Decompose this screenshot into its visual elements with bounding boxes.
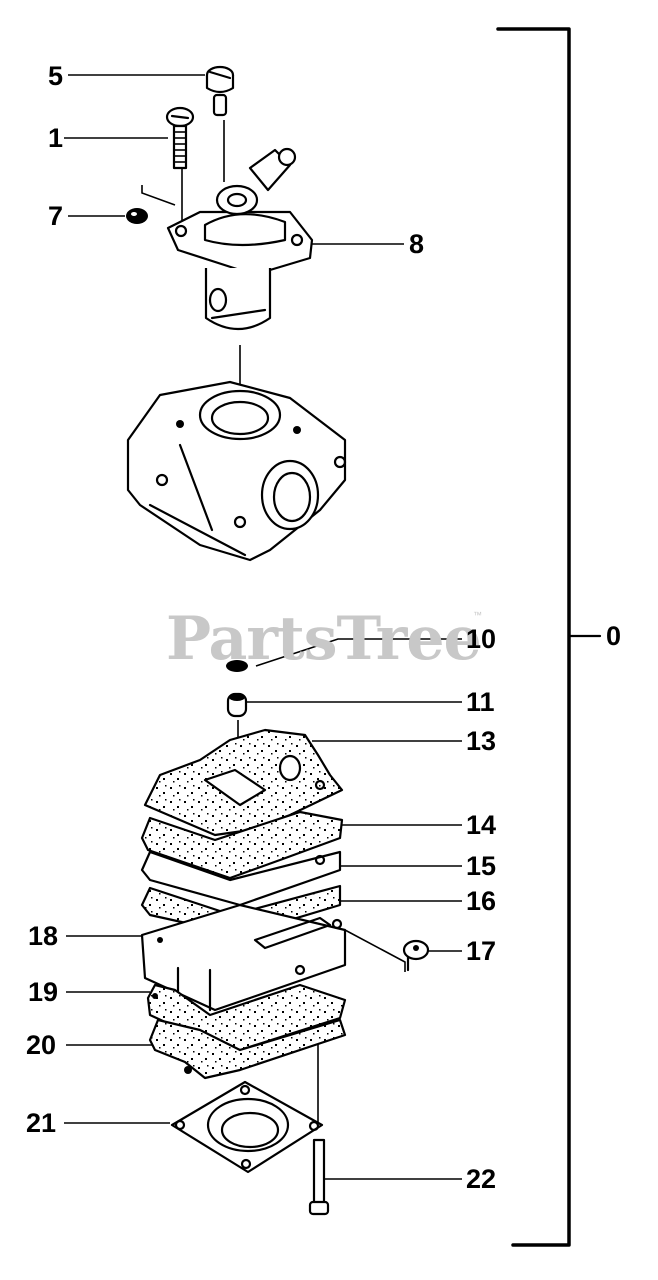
assembly-bracket bbox=[496, 27, 602, 1247]
part-8-pump-body-icon bbox=[166, 147, 314, 330]
part-22-screw-icon bbox=[308, 1138, 330, 1216]
part-18-body-block-icon bbox=[140, 903, 347, 1012]
callout-assembly-0[interactable]: 0 bbox=[606, 621, 622, 651]
callout-13[interactable]: 13 bbox=[466, 726, 497, 756]
watermark: PartsTree bbox=[166, 604, 482, 674]
callout-8[interactable]: 8 bbox=[409, 229, 425, 259]
callout-22[interactable]: 22 bbox=[466, 1164, 497, 1194]
callout-19[interactable]: 19 bbox=[28, 977, 59, 1007]
callout-11[interactable]: 11 bbox=[466, 687, 495, 717]
callout-21[interactable]: 21 bbox=[26, 1108, 57, 1138]
callout-14[interactable]: 14 bbox=[466, 810, 497, 840]
part-7-nut-icon bbox=[126, 208, 148, 224]
part-11-plug-icon bbox=[226, 692, 248, 718]
callout-15[interactable]: 15 bbox=[466, 851, 497, 881]
callout-1[interactable]: 1 bbox=[48, 123, 64, 153]
part-1-screw-icon bbox=[165, 106, 195, 170]
callout-5[interactable]: 5 bbox=[48, 61, 64, 91]
callout-10[interactable]: 10 bbox=[466, 624, 497, 654]
part-15-gasket-icon bbox=[140, 850, 342, 907]
part-13-plate-icon bbox=[143, 728, 344, 837]
part-5-screw-icon bbox=[205, 65, 235, 117]
callout-16[interactable]: 16 bbox=[466, 886, 497, 916]
part-10-washer-icon bbox=[226, 660, 248, 672]
callout-20[interactable]: 20 bbox=[26, 1030, 57, 1060]
callout-18[interactable]: 18 bbox=[28, 921, 59, 951]
carburetor-body-icon bbox=[126, 380, 347, 562]
callout-7[interactable]: 7 bbox=[48, 201, 64, 231]
part-14-gasket-icon bbox=[140, 810, 344, 880]
watermark-trademark: ™ bbox=[473, 610, 482, 620]
part-17-screw-icon bbox=[402, 939, 430, 972]
callout-17[interactable]: 17 bbox=[466, 936, 497, 966]
part-21-cover-icon bbox=[170, 1080, 324, 1174]
part-20-gasket-icon bbox=[148, 1018, 347, 1080]
